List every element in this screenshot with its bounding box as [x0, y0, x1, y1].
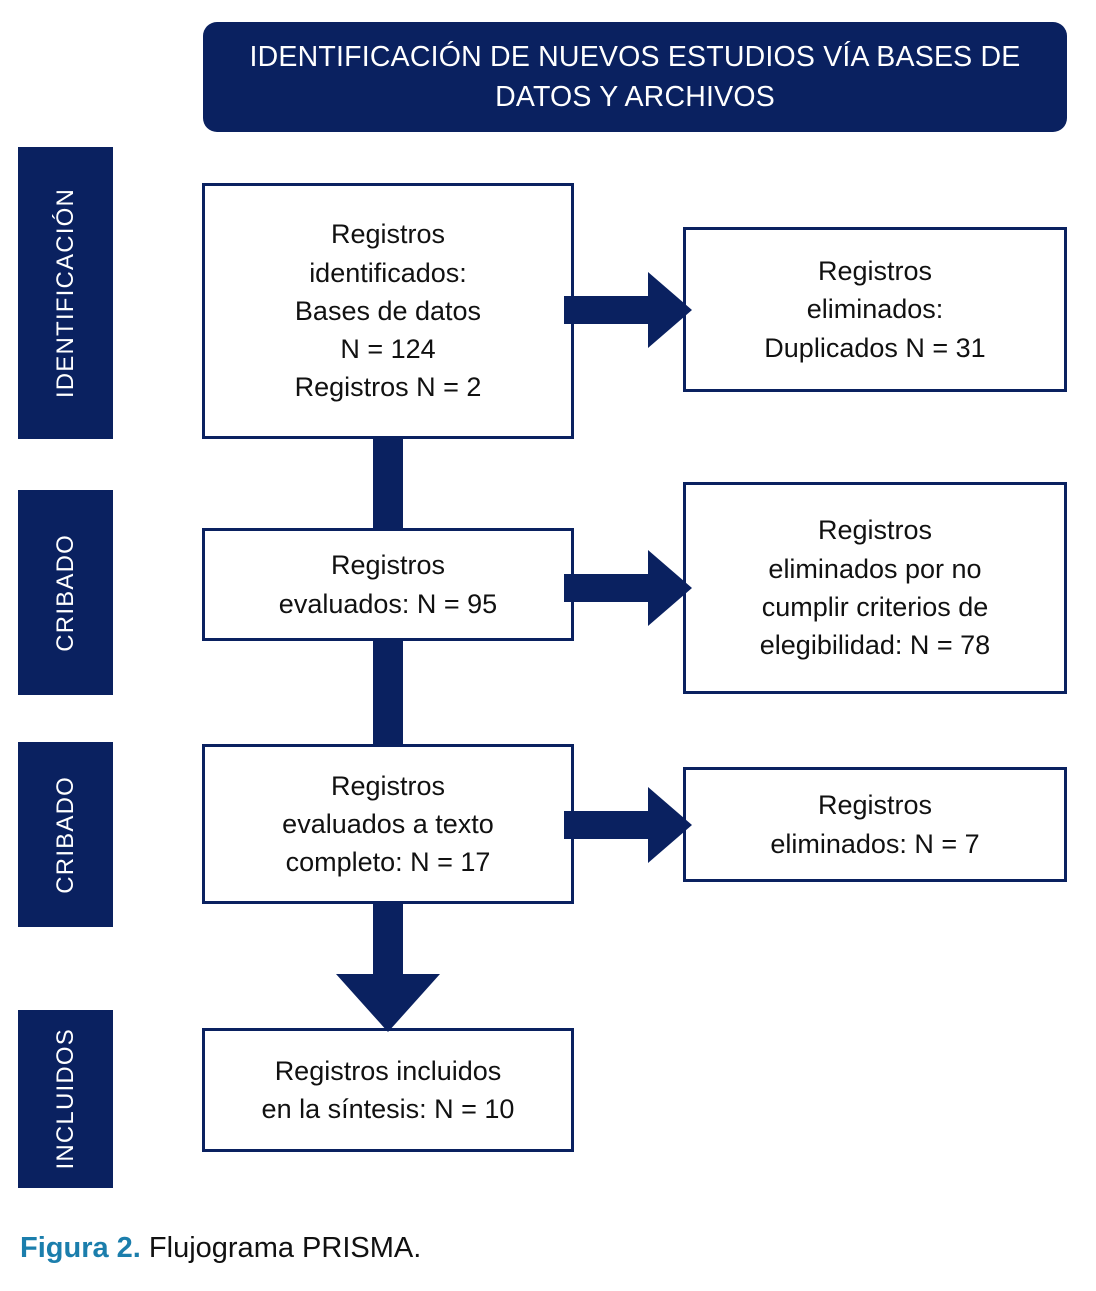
flow-box-registros-identificados: Registros identificados: Bases de datos … — [202, 183, 574, 439]
stage-bar-label: INCLUIDOS — [51, 1028, 79, 1170]
flow-box-text: Registros eliminados: Duplicados N = 31 — [764, 256, 986, 363]
flow-box-registros-eliminados-elegibilidad: Registros eliminados por no cumplir crit… — [683, 482, 1067, 694]
flow-box-text: Registros identificados: Bases de datos … — [294, 219, 482, 403]
arrow-right-icon — [564, 272, 692, 348]
flow-box-text: Registros evaluados a texto completo: N … — [282, 770, 494, 878]
diagram-header-banner: IDENTIFICACIÓN DE NUEVOS ESTUDIOS VÍA BA… — [203, 22, 1067, 132]
stage-bar-identificacion: IDENTIFICACIÓN — [18, 147, 113, 439]
flow-box-text: Registros eliminados por no cumplir crit… — [759, 515, 991, 661]
connector-down-identificados-to-evaluados — [373, 436, 403, 531]
diagram-header-title: IDENTIFICACIÓN DE NUEVOS ESTUDIOS VÍA BA… — [249, 40, 1021, 113]
arrow-right-icon — [564, 550, 692, 626]
flow-box-registros-evaluados: Registros evaluados: N = 95 — [202, 528, 574, 641]
flow-box-registros-incluidos: Registros incluidos en la síntesis: N = … — [202, 1028, 574, 1152]
stage-bar-label: CRIBADO — [51, 533, 79, 652]
stage-bar-cribado-1: CRIBADO — [18, 490, 113, 695]
flow-box-registros-eliminados-duplicados: Registros eliminados: Duplicados N = 31 — [683, 227, 1067, 392]
connector-down-evaluados-to-texto-completo — [373, 638, 403, 747]
flow-box-text: Registros evaluados: N = 95 — [278, 550, 498, 619]
figure-caption-text: Flujograma PRISMA. — [140, 1232, 422, 1264]
stage-bar-label: CRIBADO — [51, 775, 79, 894]
flow-box-text: Registros eliminados: N = 7 — [770, 790, 980, 859]
flow-box-registros-eliminados-texto: Registros eliminados: N = 7 — [683, 767, 1067, 882]
arrow-right-icon — [564, 787, 692, 863]
figure-caption-label: Figura 2. — [20, 1232, 141, 1264]
stage-bar-label: IDENTIFICACIÓN — [51, 187, 79, 399]
arrow-down-icon — [336, 904, 440, 1032]
flow-box-text: Registros incluidos en la síntesis: N = … — [261, 1055, 515, 1124]
figure-caption: Figura 2. Flujograma PRISMA. — [20, 1232, 421, 1265]
stage-bar-incluidos: INCLUIDOS — [18, 1010, 113, 1188]
flow-box-registros-texto-completo: Registros evaluados a texto completo: N … — [202, 744, 574, 904]
stage-bar-cribado-2: CRIBADO — [18, 742, 113, 927]
